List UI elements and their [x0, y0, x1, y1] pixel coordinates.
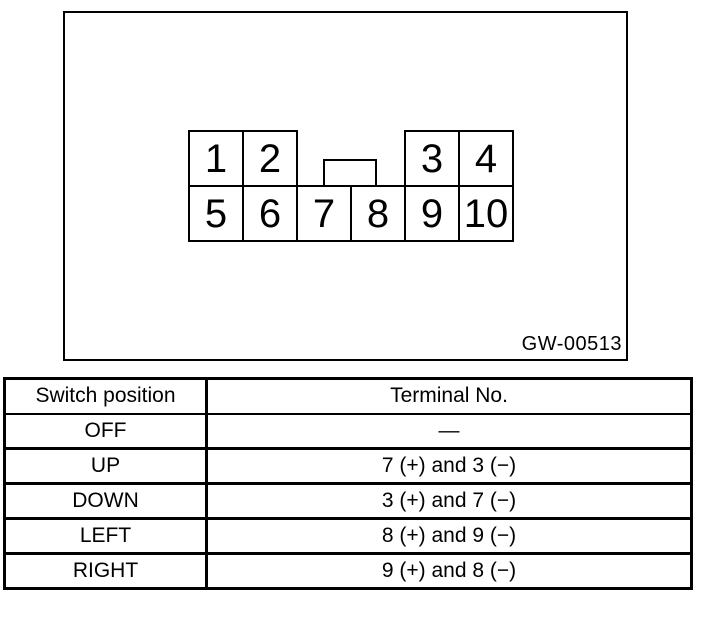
terminal-cell: 3 (+) and 7 (−) [205, 482, 693, 520]
connector-top-left-group: 1 2 [188, 130, 298, 187]
terminal-table: Switch position Terminal No. OFF — UP 7 … [3, 377, 693, 590]
switch-position-cell: LEFT [3, 517, 208, 555]
pin-cell-5: 5 [190, 187, 244, 240]
connector-bottom-row: 5 6 7 8 9 10 [188, 185, 514, 242]
pin-cell-9: 9 [406, 187, 460, 240]
pin-cell-1: 1 [190, 132, 244, 185]
connector-figure-box: 1 2 3 4 5 6 7 8 9 10 GW-00513 [63, 11, 628, 361]
table-row-off: OFF — [3, 412, 693, 450]
pin-cell-2: 2 [258, 136, 282, 181]
terminal-cell: 9 (+) and 8 (−) [205, 552, 693, 590]
pin-cell-10: 10 [463, 191, 509, 236]
connector-key-tab [323, 159, 377, 187]
pin-cell-3: 3 [406, 132, 460, 185]
pin-cell-6: 6 [244, 187, 298, 240]
table-row-up: UP 7 (+) and 3 (−) [3, 447, 693, 485]
terminal-cell: 8 (+) and 9 (−) [205, 517, 693, 555]
header-terminal-no: Terminal No. [205, 377, 693, 415]
switch-position-cell: OFF [3, 412, 208, 450]
header-switch-position: Switch position [3, 377, 208, 415]
table-row-left: LEFT 8 (+) and 9 (−) [3, 517, 693, 555]
pin-cell-4: 4 [474, 136, 498, 181]
switch-position-cell: RIGHT [3, 552, 208, 590]
switch-position-cell: DOWN [3, 482, 208, 520]
pin-cell-8: 8 [352, 187, 406, 240]
terminal-cell: 7 (+) and 3 (−) [205, 447, 693, 485]
terminal-cell: — [205, 412, 693, 450]
table-row-down: DOWN 3 (+) and 7 (−) [3, 482, 693, 520]
switch-position-cell: UP [3, 447, 208, 485]
pin-cell-7: 7 [298, 187, 352, 240]
table-header-row: Switch position Terminal No. [3, 377, 693, 415]
table-row-right: RIGHT 9 (+) and 8 (−) [3, 552, 693, 590]
connector-top-right-group: 3 4 [404, 130, 514, 187]
figure-code-label: GW-00513 [521, 333, 622, 355]
